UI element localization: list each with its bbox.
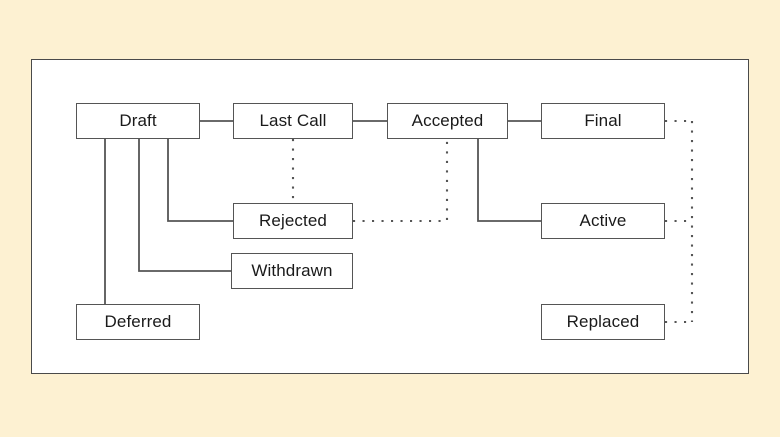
state-node-deferred[interactable]: Deferred xyxy=(76,304,200,340)
state-node-label: Draft xyxy=(119,111,157,130)
state-node-label: Replaced xyxy=(566,312,640,331)
state-node-withdrawn[interactable]: Withdrawn xyxy=(231,253,353,289)
state-node-last_call[interactable]: Last Call xyxy=(233,103,353,139)
state-node-label: Last Call xyxy=(259,111,327,130)
state-node-label: Accepted xyxy=(411,111,484,130)
state-node-label: Rejected xyxy=(259,211,327,230)
state-node-draft[interactable]: Draft xyxy=(76,103,200,139)
state-node-final[interactable]: Final xyxy=(541,103,665,139)
edge-draft-to-rejected xyxy=(167,138,234,222)
state-node-label: Withdrawn xyxy=(251,261,333,280)
state-node-label: Deferred xyxy=(104,312,172,331)
state-node-label: Final xyxy=(584,111,622,130)
edge-rejected-to-accepted xyxy=(353,139,449,223)
state-node-active[interactable]: Active xyxy=(541,203,665,239)
state-node-replaced[interactable]: Replaced xyxy=(541,304,665,340)
state-node-accepted[interactable]: Accepted xyxy=(387,103,508,139)
state-node-rejected[interactable]: Rejected xyxy=(233,203,353,239)
edge-accepted-to-active xyxy=(477,138,542,222)
state-node-label: Active xyxy=(579,211,627,230)
edge-draft-to-withdrawn xyxy=(138,138,232,272)
